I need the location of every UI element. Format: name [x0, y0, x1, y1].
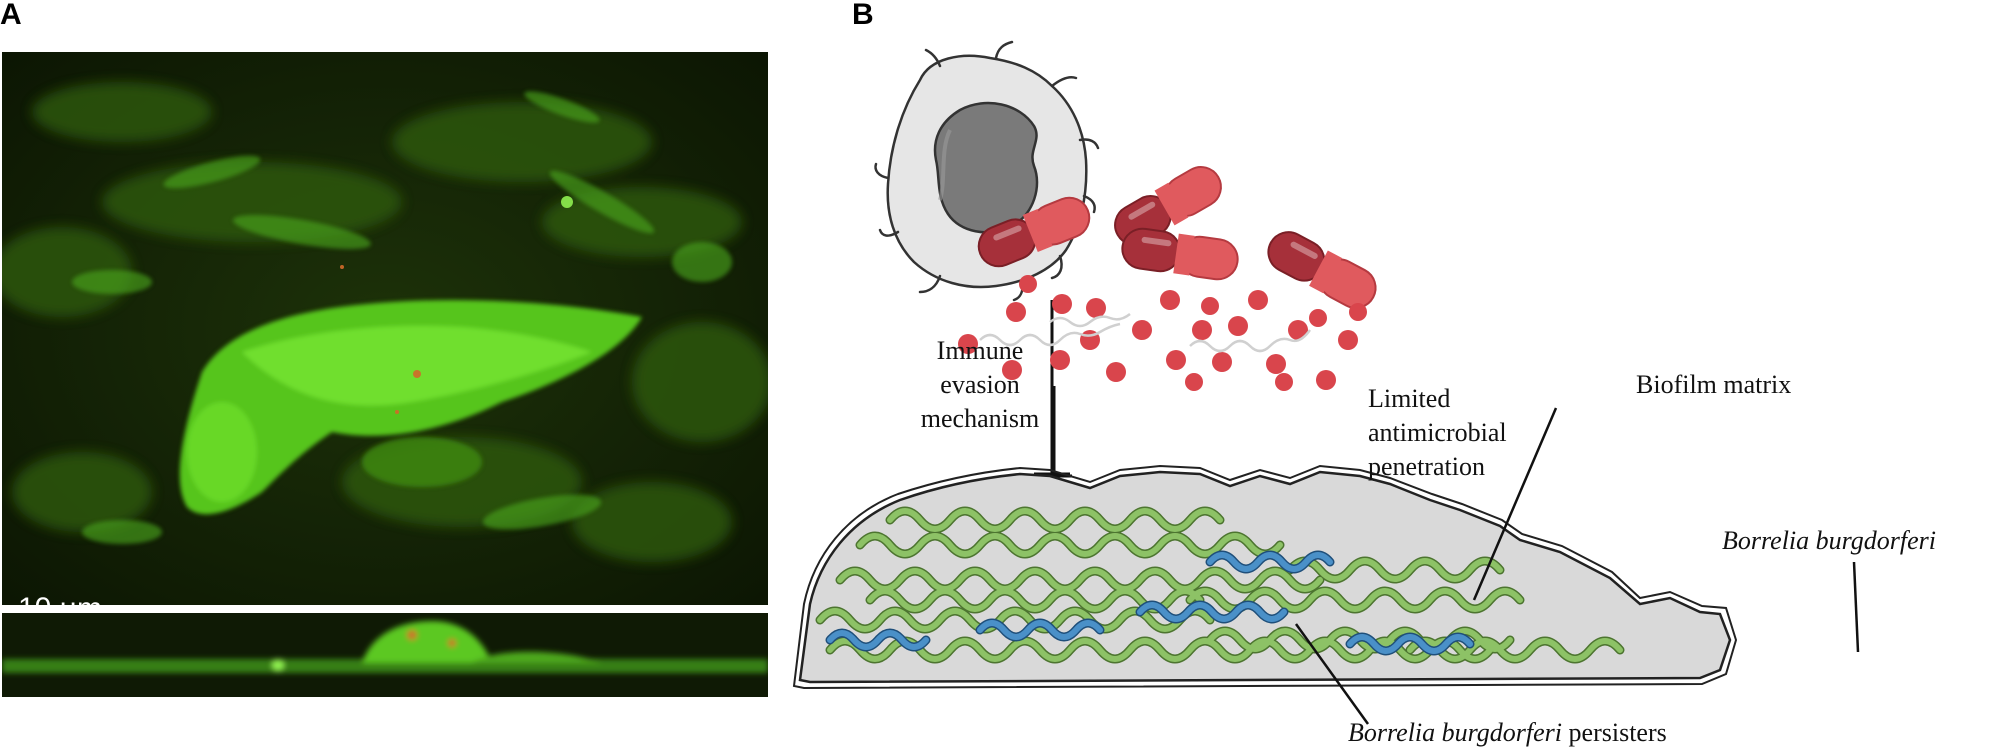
leader-persisters — [1294, 623, 1370, 725]
limited-label-line-1: Limited — [1368, 384, 1451, 413]
drug-particles — [958, 275, 1367, 391]
free-spirochetes — [979, 313, 1312, 353]
side-view-texture — [2, 613, 768, 697]
scale-bar-label: 10 µm — [18, 592, 102, 605]
confocal-micrograph-top-view: 10 µm — [2, 52, 768, 605]
capsule-4 — [1267, 231, 1377, 309]
immune-evasion-label: Immune evasion mechanism — [914, 334, 1046, 436]
immune-label-line-2: evasion — [940, 370, 1020, 399]
leader-biofilm-matrix — [1472, 407, 1558, 601]
confocal-micrograph-side-view — [2, 613, 768, 697]
immune-label-line-1: Immune — [936, 336, 1024, 365]
capsule-3 — [1121, 227, 1239, 281]
biofilm-matrix-label: Biofilm matrix — [1636, 370, 1792, 399]
limited-label-line-2: antimicrobial — [1368, 418, 1507, 447]
panel-letter-a: A — [0, 0, 22, 31]
persisters-species: Borrelia burgdorferi — [1348, 718, 1563, 747]
persisters-label: Borrelia burgdorferi persisters — [1348, 716, 1667, 750]
leader-lines — [1294, 407, 1860, 725]
antibiotic-capsules — [977, 166, 1377, 309]
limited-label-line-3: penetration — [1368, 452, 1485, 481]
persisters-word: persisters — [1562, 718, 1667, 747]
biofilm-aggregate — [179, 300, 642, 515]
borrelia-label: Borrelia burgdorferi — [1722, 526, 1937, 555]
sparse-filaments — [72, 91, 732, 544]
panel-letter-b: B — [852, 0, 874, 31]
immune-label-line-3: mechanism — [920, 404, 1040, 433]
bright-spot — [561, 196, 573, 208]
capsule-1 — [977, 196, 1091, 268]
red-signal-spots — [340, 265, 421, 414]
biofilm-schematic — [792, 40, 1860, 725]
micrograph-texture — [2, 52, 768, 605]
persisters — [827, 552, 1473, 654]
limited-penetration-label: Limited antimicrobial penetration — [1368, 382, 1507, 484]
leader-borrelia — [1852, 561, 1860, 653]
